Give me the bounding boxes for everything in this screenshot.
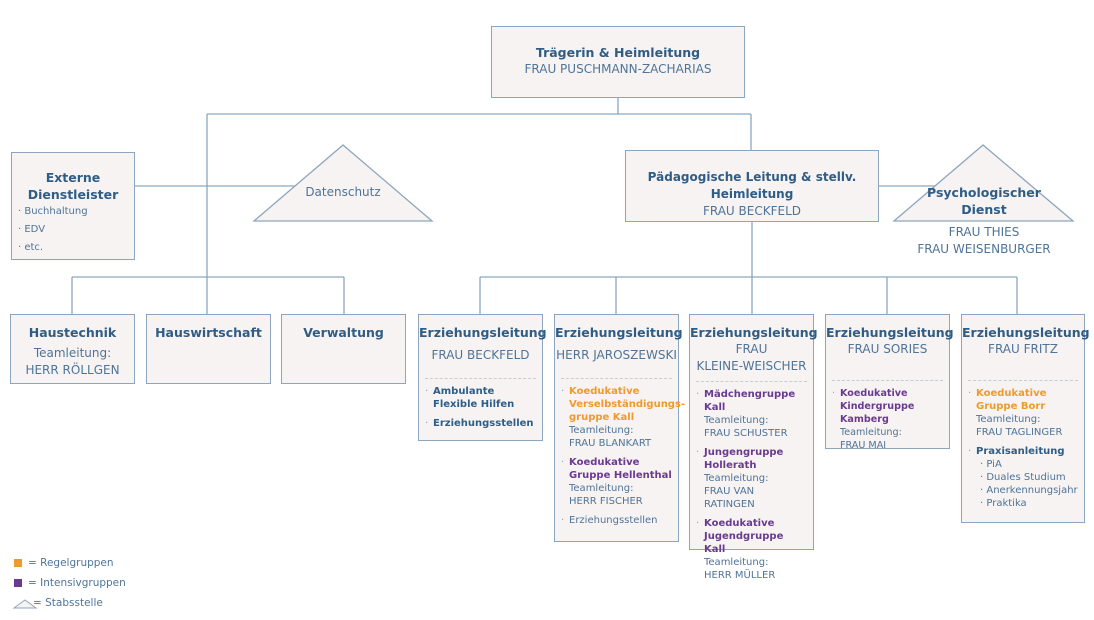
erz-name: FRAU BECKFELD [431,348,530,362]
dashed-separator [696,381,807,382]
dashed-separator [561,378,672,379]
paed-leitung-box: Pädagogische Leitung & stellv. Heimleitu… [625,150,879,222]
erz-name: HERR JAROSZEWSKI [556,348,677,362]
verwaltung-title: Verwaltung [303,325,384,340]
psych-name: FRAU WEISENBURGER [917,242,1051,256]
verwaltung-box: Verwaltung [281,314,406,384]
erziehungsleitung-box-3: Erziehungsleitung FRAU KLEINE-WEISCHER ·… [689,314,818,581]
purple-square-icon [14,579,22,587]
erz-name: FRAU SORIES [847,342,928,356]
group-item-praxis: ·Praxisanleitung · PiA · Duales Studium … [968,446,1078,509]
psych-names: FRAU THIES FRAU WEISENBURGER [904,224,1064,258]
hauswirtschaft-box: Hauswirtschaft [146,314,271,384]
legend-stabsstelle: = Stabsstelle [33,597,103,609]
externe-item: · etc. [18,242,44,253]
erziehungsleitung-box-2: Erziehungsleitung HERR JAROSZEWSKI ·Koed… [554,314,686,542]
sub-item: · Anerkennungsjahr [980,485,1078,496]
externe-title-2: Dienstleister [27,187,119,202]
erziehungsleitung-box-1: Erziehungsleitung FRAU BECKFELD ·Ambulan… [418,314,547,441]
haustechnik-box: Haustechnik Teamleitung: HERR RÖLLGEN [10,314,135,384]
erz-name: FRAU [735,342,768,356]
externe-box: Externe Dienstleister · Buchhaltung · ED… [11,152,135,260]
group-item: ·Erziehungsstellen [425,418,534,429]
legend-intensivgruppen: = Intensivgruppen [14,577,126,589]
sub-item: · Praktika [980,498,1027,509]
psych-title-2: Dienst [961,202,1007,217]
externe-title-1: Externe [45,170,101,185]
group-item: ·Ambulante Flexible Hilfen [425,386,515,410]
paed-leitung-title: Pädagogische Leitung & stellv. Heimleitu… [647,170,857,201]
datenschutz-label: Datenschutz [305,185,381,199]
erz-title: Erziehungsleitung [826,325,954,340]
paed-leitung-name: FRAU BECKFELD [702,204,802,218]
externe-item: · EDV [18,224,46,235]
psych-label: Psychologischer Dienst [914,184,1054,218]
legend-triangle-icon [12,599,38,609]
dashed-separator [968,380,1078,381]
datenschutz-triangle [252,144,434,222]
traegerin-title: Trägerin & Heimleitung [535,45,701,60]
externe-item: · Buchhaltung [18,206,88,217]
haustechnik-title: Haustechnik [28,325,117,340]
hauswirtschaft-title: Hauswirtschaft [155,325,262,340]
erz-title: Erziehungsleitung [690,325,818,340]
dashed-separator [425,378,536,379]
group-item-regel: ·Koedukative Verselbständigungs-gruppe K… [561,386,686,449]
psych-triangle [892,144,1075,222]
orange-square-icon [14,559,22,567]
haustechnik-tl-name: HERR RÖLLGEN [25,363,120,377]
traegerin-name: FRAU PUSCHMANN-ZACHARIAS [524,62,712,76]
psych-name: FRAU THIES [948,225,1020,239]
erz-title: Erziehungsleitung [555,325,683,340]
traegerin-box: Trägerin & Heimleitung FRAU PUSCHMANN-ZA… [491,26,745,98]
dashed-separator [832,380,943,381]
haustechnik-tl-label: Teamleitung: [33,346,112,360]
sub-item: · Duales Studium [980,472,1066,483]
psych-title-1: Psychologischer [927,185,1041,200]
legend-regelgruppen: = Regelgruppen [14,557,114,569]
erziehungsleitung-box-5: Erziehungsleitung FRAU FRITZ ·Koedukativ… [961,314,1090,523]
erz-name: FRAU FRITZ [988,342,1058,356]
erz-title: Erziehungsleitung [419,325,547,340]
sub-item: · PiA [980,459,1002,470]
group-item: ·Erziehungsstellen [561,515,658,526]
erz-name: KLEINE-WEISCHER [696,359,807,373]
erz-title: Erziehungsleitung [962,325,1090,340]
externe-list: · Buchhaltung · EDV · etc. [12,203,134,257]
erziehungsleitung-box-4: Erziehungsleitung FRAU SORIES ·Koedukati… [825,314,954,451]
